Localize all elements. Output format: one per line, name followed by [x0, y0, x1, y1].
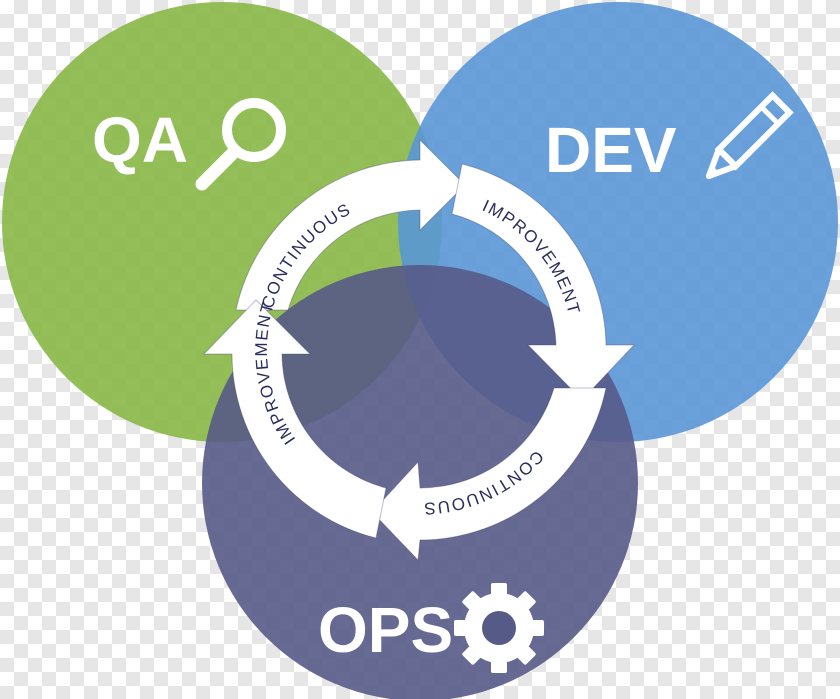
arrow-top	[235, 138, 466, 311]
qa-label: QA	[92, 104, 188, 176]
arrow-bottom	[371, 387, 607, 562]
ops-label: OPS	[318, 594, 453, 666]
ops-circle	[202, 265, 638, 699]
pencil-icon	[705, 91, 794, 180]
cycle-arrows	[202, 138, 636, 562]
gear-icon	[454, 583, 544, 673]
arrow-left	[202, 299, 387, 539]
magnifier-icon	[195, 98, 286, 191]
dev-label: DEV	[545, 114, 677, 186]
arrow-right	[451, 163, 636, 401]
